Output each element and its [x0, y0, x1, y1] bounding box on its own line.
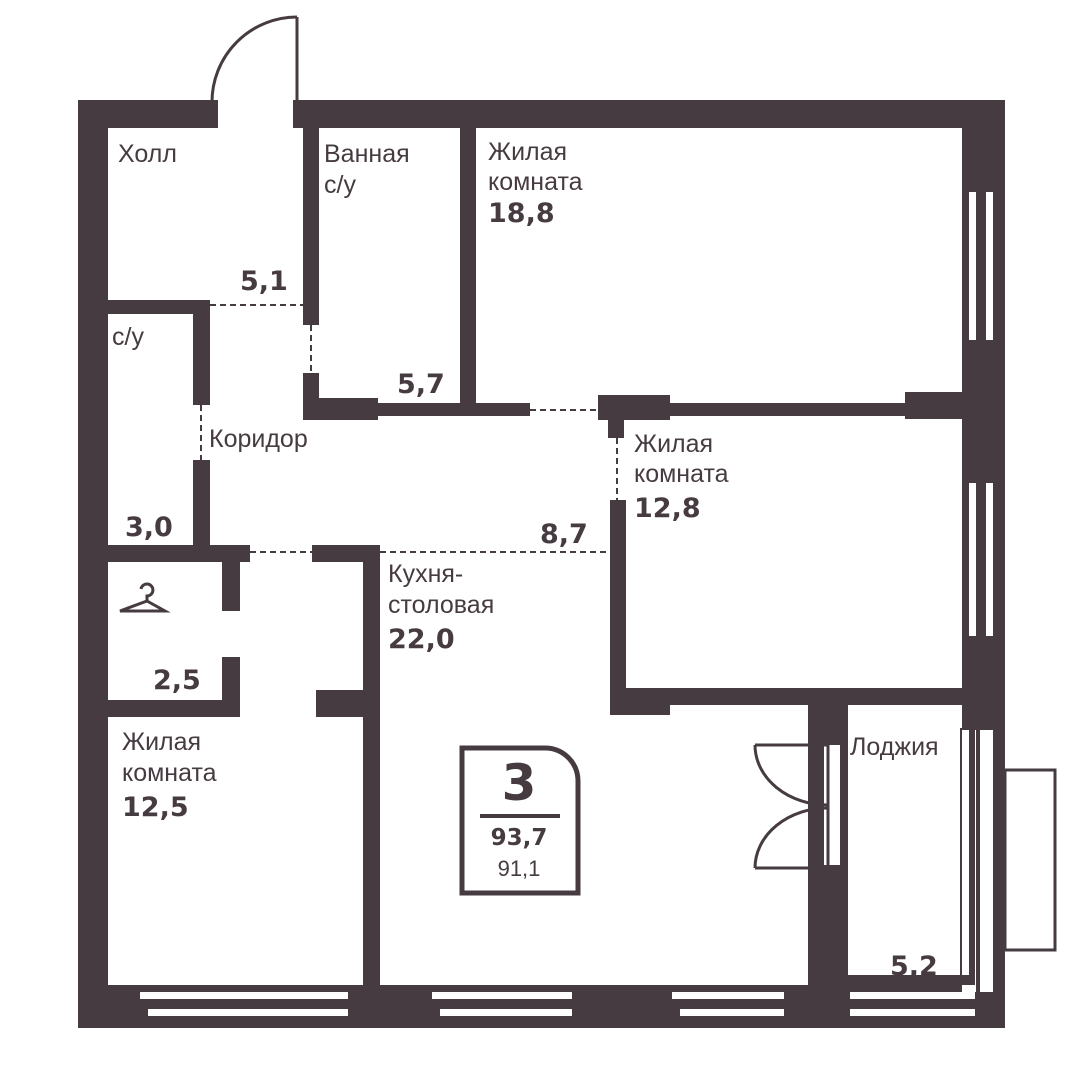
room-count: 3	[502, 754, 537, 812]
living1-label-line1: Жилая	[488, 138, 567, 166]
loggia-window-outer	[980, 730, 987, 992]
kitchen-label-line2: столовая	[388, 591, 494, 619]
living2-label-line1: Жилая	[634, 430, 713, 458]
loggia-window-inner	[962, 730, 969, 992]
corridor-area: 8,7	[540, 519, 588, 550]
badge-divider	[480, 814, 560, 818]
entrance-door	[210, 15, 299, 103]
loggia-label: Лоджия	[850, 733, 939, 761]
kitchen-label-line1: Кухня-	[388, 560, 463, 588]
living3-area: 12,5	[122, 792, 189, 823]
hall-label: Холл	[118, 140, 177, 168]
loggia-balcony	[1003, 768, 1057, 952]
living3-label-line1: Жилая	[122, 728, 201, 756]
loggia-sill	[848, 975, 975, 985]
interior-walls	[78, 120, 1005, 985]
apartment-badge: 3 93,7 91,1	[459, 745, 581, 896]
living1-label-line2: комната	[488, 168, 583, 196]
corridor-label: Коридор	[209, 425, 308, 453]
wc-area: 3,0	[125, 512, 173, 543]
wc-label: с/у	[112, 323, 144, 351]
loggia-area: 5,2	[890, 951, 938, 982]
bathroom-label-line2: с/у	[324, 171, 356, 199]
kitchen-area: 22,0	[388, 624, 455, 655]
loggia-floor	[848, 728, 962, 985]
closet-area: 2,5	[153, 665, 201, 696]
living1-area: 18,8	[488, 198, 555, 229]
living2-area: 12,8	[634, 493, 701, 524]
bathroom-area: 5,7	[397, 369, 445, 400]
bathroom-label-line1: Ванная	[324, 140, 410, 168]
living-area: 91,1	[498, 856, 541, 881]
living2-label-line2: комната	[634, 460, 729, 488]
living3-label-line2: комната	[122, 759, 217, 787]
openings	[200, 304, 618, 553]
hanger-icon	[119, 582, 171, 613]
total-area: 93,7	[491, 825, 548, 851]
loggia-doors	[753, 743, 840, 870]
hall-area: 5,1	[240, 266, 288, 297]
